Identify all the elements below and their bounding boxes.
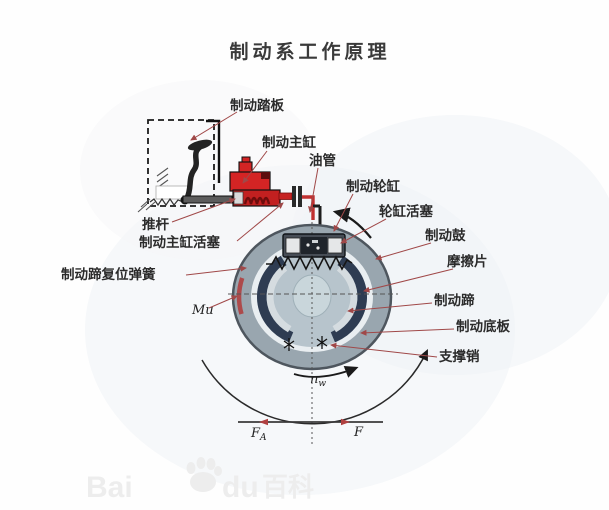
master-cylinder-piston-block [233,191,244,205]
pedal-return-spring [149,197,184,207]
anchor-pin-left [283,338,295,351]
leader-wheel-cylinder-piston [340,218,387,244]
label-wheel-speed: nw [310,372,326,389]
watermark-brand-left: Bai [86,471,133,504]
hub-circle [292,274,332,318]
pedal-assembly [137,119,221,213]
drum-brake-assembly [228,207,398,444]
shoe-return-spring-zigzag [266,255,353,271]
label-brake-drum: 制动鼓 [425,227,466,243]
rotation-arrow-bottom-icon [293,366,359,378]
leader-friction-plate [363,268,454,293]
label-shoe-return-spring: 制动蹄复位弹簧 [61,266,156,282]
master-cylinder-port-detail [261,172,270,179]
traction-force-arrow-icon [341,418,350,426]
leader-backing-plate [360,328,455,336]
label-brake-shoe: 制动蹄 [434,292,475,308]
tire-circumference-arc [201,348,428,425]
label-oil-pipe: 油管 [309,152,336,168]
label-support-pin: 支撑销 [438,348,480,364]
page-title: 制动系工作原理 [229,40,390,63]
brake-shoe-web-left [266,265,292,333]
leader-brake-pedal [190,111,238,141]
watermark-suffix: 百科 [262,472,314,502]
pedal-enclosure-dashed-box [147,119,215,207]
friction-lining-right [330,255,367,343]
leader-master-cylinder [242,150,268,184]
outlet-stub [278,192,293,200]
wheel-cylinder-block [282,233,346,258]
label-wheel-cylinder-piston: 轮缸活塞 [379,203,433,219]
label-friction-plate: 摩擦片 [447,253,488,269]
reservoir [238,161,253,174]
brake-shoe-web-right [332,265,358,333]
label-push-rod: 推杆 [142,216,169,232]
baidu-watermark: Bai du 百科 [86,457,314,504]
label-master-cylinder: 制动主缸 [262,134,316,150]
anchor-pin-right [316,336,328,349]
baidu-paw-icon [186,457,222,492]
label-wheel-cylinder: 制动轮缸 [346,178,400,194]
label-brake-pedal: 制动踏板 [230,97,284,113]
brake-pedal-pad [187,139,213,151]
leader-master-cylinder-piston [236,202,284,242]
leader-support-pin [330,342,438,358]
leader-brake-shoe [347,302,433,314]
label-traction-force: F [353,425,364,440]
braking-force-arrow-icon [259,418,268,426]
label-friction-mu: Mu [191,303,214,318]
rotation-arrow-top-icon [332,207,372,239]
leader-wheel-cylinder [333,193,354,232]
leader-shoe-return-spring [185,265,247,276]
physics-annotations: Mu nw FA F [191,303,364,443]
leader-friction-zone [208,295,238,309]
wheel-cylinder-center [301,237,327,254]
part-labels: 制动踏板 制动主缸 油管 制动轮缸 轮缸活塞 制动鼓 摩擦片 制动蹄 制动底板 … [61,97,510,364]
friction-lining-left [257,255,294,343]
leader-lines [171,111,455,358]
leader-oil-pipe [308,167,319,213]
wheel-cylinder-piston-left [285,237,301,254]
master-cylinder [229,156,293,207]
leader-brake-drum [375,242,432,261]
label-master-cylinder-piston: 制动主缸活塞 [139,234,220,250]
watermark-brand-right: du [222,471,259,504]
brake-pedal-arm [184,144,203,201]
pedal-support-rod [206,119,221,183]
push-rod-bar [182,195,233,204]
label-braking-force: FA [250,426,267,443]
friction-contact-mark [236,277,245,315]
label-backing-plate: 制动底板 [456,318,510,334]
pipe-fitting-flange-2 [298,186,302,207]
leader-push-rod [171,198,236,223]
wheel-cylinder-piston-right [327,237,343,254]
pipe-fitting-flange-1 [292,186,296,207]
master-cylinder-spring-coils [243,196,271,205]
tire-and-ground [201,348,428,426]
